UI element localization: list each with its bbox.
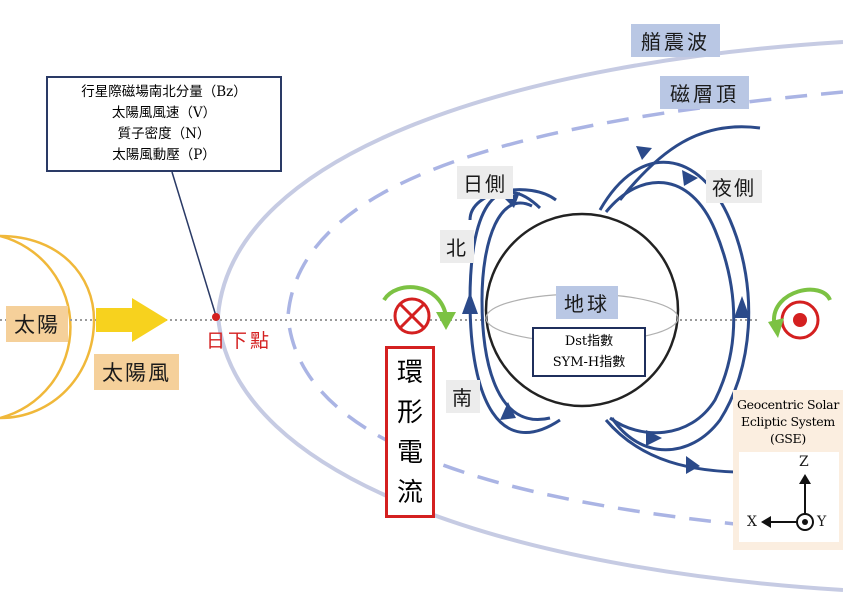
- field-arrow-7: [646, 430, 662, 446]
- gse-axis-z: Z: [799, 454, 809, 470]
- field-arrow-5: [636, 146, 652, 160]
- bow-shock-label: 艏震波: [631, 24, 720, 57]
- field-line-day-inner: [480, 201, 551, 421]
- parameter-bz: 行星際磁場南北分量（Bz）: [81, 84, 247, 100]
- sym-h-index: SYM-H指數: [552, 355, 626, 370]
- north-label: 北: [440, 230, 474, 263]
- ring-current-char-4: 流: [396, 478, 423, 508]
- ring-current-char-2: 形: [396, 398, 423, 428]
- field-arrow-2: [734, 296, 750, 318]
- ring-current-char-1: 環: [396, 358, 423, 388]
- magnetopause-curve: [286, 90, 843, 536]
- nightside-label: 夜側: [706, 170, 762, 203]
- field-arrow-3: [504, 192, 520, 208]
- gse-axes-panel: Z X Y: [739, 452, 839, 542]
- callout-line: [171, 171, 217, 317]
- field-line-tail-north: [618, 125, 761, 201]
- sun-disc: [0, 234, 96, 420]
- rotation-arrowhead-left: [436, 312, 456, 330]
- field-arrow-8: [686, 456, 700, 474]
- gse-axis-y: Y: [817, 514, 826, 530]
- field-arrow-1: [462, 292, 478, 314]
- parameter-p: 太陽風動壓（P）: [112, 147, 216, 163]
- dst-index: Dst指數: [564, 334, 614, 349]
- dayside-label: 日側: [457, 166, 513, 199]
- parameter-n: 質子密度（N）: [117, 126, 211, 142]
- solar-wind-parameters-box: 行星際磁場南北分量（Bz） 太陽風風速（V） 質子密度（N） 太陽風動壓（P）: [46, 76, 282, 172]
- parameter-v: 太陽風風速（V）: [111, 105, 217, 121]
- gse-title-line-2: Ecliptic System: [741, 414, 835, 429]
- magnetopause-label: 磁層頂: [660, 76, 749, 109]
- south-label: 南: [446, 380, 480, 413]
- sun-label: 太陽: [6, 306, 68, 342]
- gse-axes: [761, 474, 814, 531]
- gse-title-line-3: (GSE): [770, 431, 806, 446]
- solar-wind-label: 太陽風: [94, 354, 179, 390]
- gse-coordinate-box: Geocentric Solar Ecliptic System (GSE) Z…: [733, 390, 843, 550]
- field-line-night-inner: [604, 181, 736, 435]
- field-arrow-4: [682, 170, 698, 186]
- out-of-page-symbol: [780, 300, 820, 340]
- geomagnetic-index-box: Dst指數 SYM-H指數: [532, 327, 646, 377]
- gse-axis-x: X: [747, 514, 757, 530]
- gse-title-line-1: Geocentric Solar: [736, 397, 840, 412]
- ring-current-box: 環 形 電 流: [385, 346, 435, 518]
- subsolar-point-label: 日下點: [206, 330, 273, 352]
- solar-wind-arrow: [96, 298, 168, 342]
- rotation-arrowhead-right: [768, 318, 784, 338]
- ring-current-into-symbol: [393, 297, 431, 335]
- rotation-arrow-right: [771, 287, 832, 323]
- field-line-night-outer: [598, 160, 751, 452]
- subsolar-point-dot: [212, 313, 220, 321]
- ring-current-char-3: 電: [396, 438, 423, 468]
- field-arrow-6: [500, 402, 516, 420]
- rotation-arrow-left: [382, 285, 448, 317]
- earth-label: 地球: [556, 286, 618, 319]
